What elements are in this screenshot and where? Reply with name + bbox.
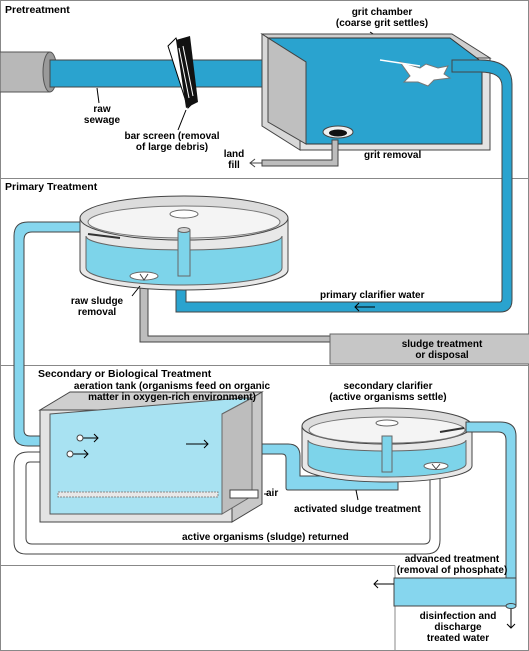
grit-chamber (260, 33, 492, 151)
grit-removal-pipe (249, 139, 339, 168)
secondary-clarifier-label: secondary clarifier(active organisms set… (329, 381, 447, 403)
sludge-treatment-box (329, 333, 529, 365)
primary-clarifier-water-label: primary clarifier water (320, 290, 425, 301)
air-pipe (229, 489, 259, 499)
aeration-tank (38, 391, 264, 523)
bar-screen (167, 36, 198, 109)
grit-chamber-label: grit chamber(coarse grit settles) (335, 7, 429, 29)
secondary-pointers (264, 489, 359, 501)
activated-sludge-treatment-label: activated sludge treatment (294, 504, 421, 515)
section-title-primary: Primary Treatment (5, 181, 98, 193)
aeration-tank-label: aeration tank (organisms feed on organic… (73, 381, 271, 403)
raw-sewage-inlet-pipe (0, 51, 58, 93)
grit-removal-label: grit removal (364, 150, 422, 161)
section-title-secondary: Secondary or Biological Treatment (38, 368, 212, 380)
active-organisms-returned-label: active organisms (sludge) returned (182, 532, 349, 543)
advanced-treatment-label: advanced treatment(removal of phosphate) (396, 554, 508, 576)
effluent-pipe (373, 421, 517, 629)
section-title-pretreatment: Pretreatment (5, 4, 70, 16)
secondary-clarifier (301, 407, 473, 483)
primary-clarifier (79, 195, 289, 291)
air-label: air (266, 488, 279, 499)
